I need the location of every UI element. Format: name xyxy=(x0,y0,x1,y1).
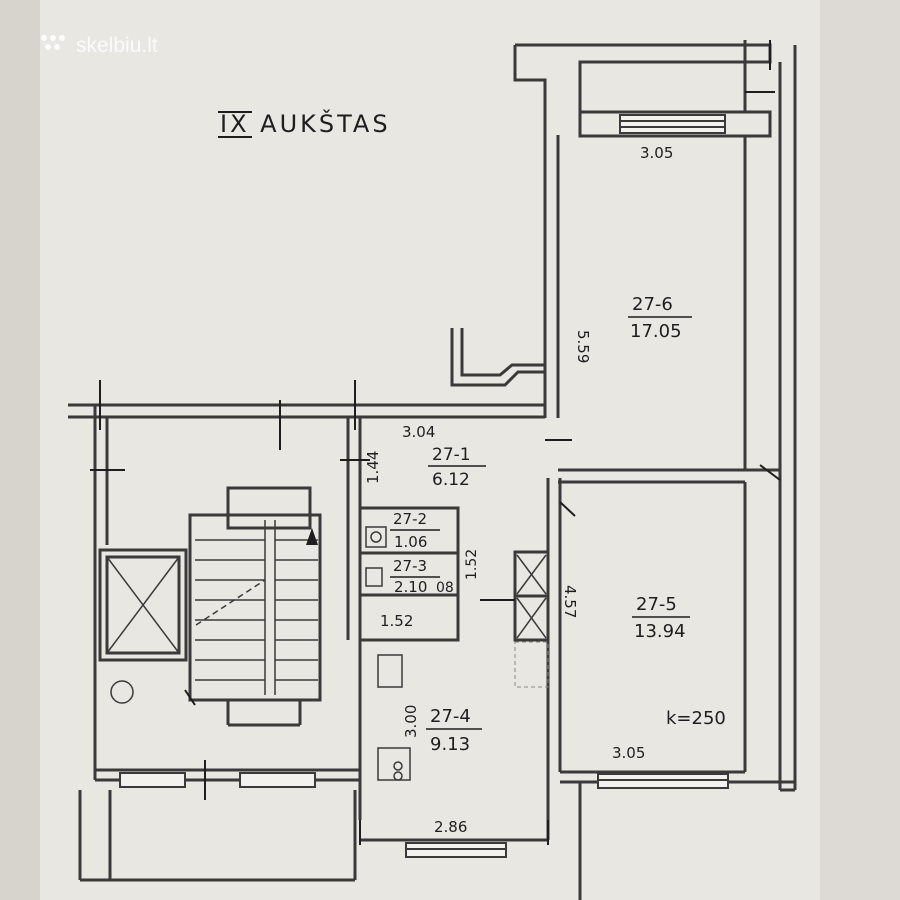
stair-treads xyxy=(195,520,318,695)
dim-room5-width: 3.05 xyxy=(612,744,645,762)
dim-kitchen-length: 3.00 xyxy=(402,705,420,738)
toilet-icon xyxy=(365,567,383,587)
dimension-labels: 3.05 5.59 3.04 1.44 1.52 08 1.52 3.00 2.… xyxy=(364,144,726,836)
room-27-1-id: 27-1 xyxy=(432,445,471,465)
next-page xyxy=(820,0,900,900)
dim-bath-depth: 1.52 xyxy=(464,549,480,580)
room-labels: 27-6 17.05 27-1 6.12 27-2 1.06 27-3 2.10… xyxy=(390,294,692,755)
room-27-2-area: 1.06 xyxy=(394,533,427,551)
room-27-6-area: 17.05 xyxy=(630,321,682,342)
dimension-ticks xyxy=(90,40,781,845)
refuse-chute-icon xyxy=(110,680,134,704)
room-27-1-area: 6.12 xyxy=(432,470,470,490)
page-edge xyxy=(0,0,40,900)
sink-basin-icon xyxy=(370,531,382,543)
watermark-text: skelbiu.lt xyxy=(76,34,158,57)
dim-storage: 1.52 xyxy=(380,612,413,630)
room-27-5-area: 13.94 xyxy=(634,621,686,642)
dim-room5-length: 4.57 xyxy=(561,585,579,618)
watermark-logo: skelbiu.lt xyxy=(41,34,158,57)
dim-toilet-num: 08 xyxy=(436,580,454,596)
stove-icon xyxy=(377,747,411,781)
ceiling-height: k=250 xyxy=(666,708,726,729)
dim-room6-length: 5.59 xyxy=(574,330,592,363)
dim-hall-depth: 1.44 xyxy=(364,451,382,484)
paper-sheet xyxy=(40,0,830,900)
kitchen-sink-icon xyxy=(377,654,403,688)
stair-arrow-icon xyxy=(306,528,318,545)
room-27-4-id: 27-4 xyxy=(430,706,471,727)
room-27-3-area: 2.10 xyxy=(394,578,427,596)
sink-icon xyxy=(365,526,387,548)
vent-shaft-outline xyxy=(514,641,549,688)
elevator-cross-icon xyxy=(106,556,180,654)
fixtures xyxy=(365,526,411,781)
room-27-2-id: 27-2 xyxy=(393,510,427,528)
room-27-4-area: 9.13 xyxy=(430,734,470,755)
vent-shaft-icon xyxy=(516,554,547,639)
dim-kitchen-width: 2.86 xyxy=(434,818,467,836)
room-27-5-id: 27-5 xyxy=(636,594,677,615)
room-27-6-id: 27-6 xyxy=(632,294,673,315)
windows xyxy=(119,114,729,858)
dim-hall-width: 3.04 xyxy=(402,423,435,441)
room-27-3-id: 27-3 xyxy=(393,557,427,575)
dim-top-width: 3.05 xyxy=(640,144,673,162)
